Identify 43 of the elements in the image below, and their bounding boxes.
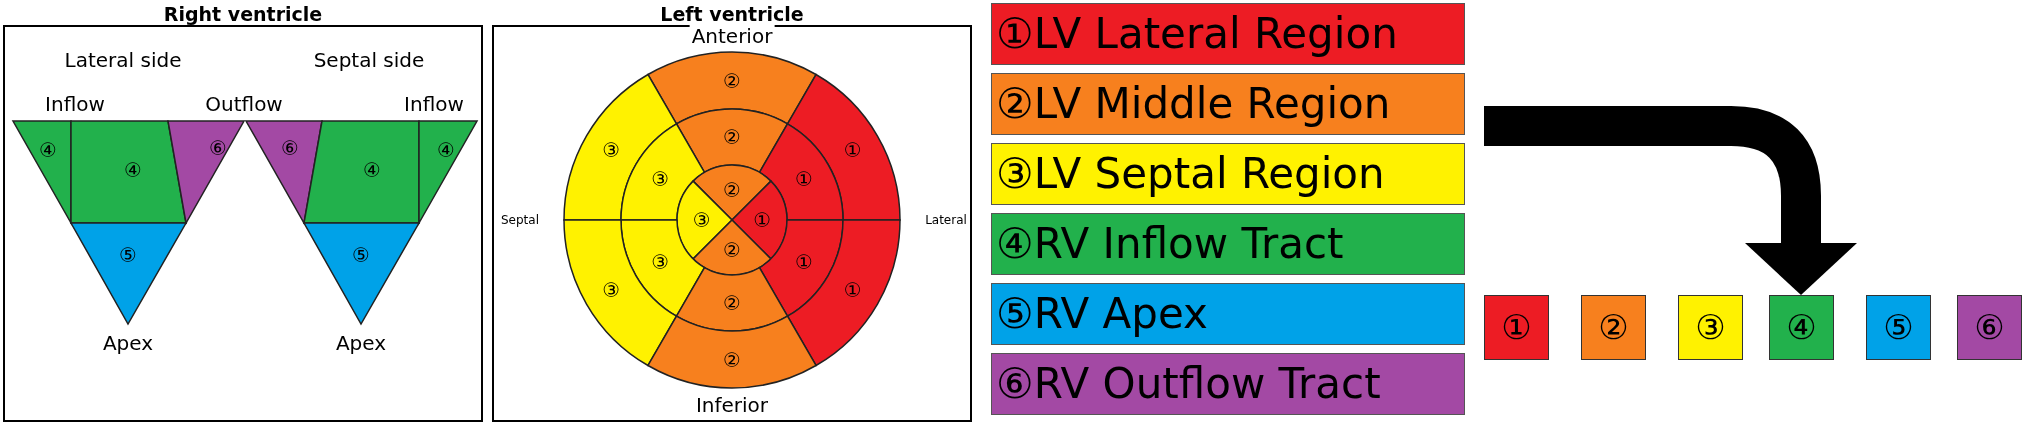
legend-bar: ⑥RV Outflow Tract: [991, 353, 1465, 415]
color-key-square: ④: [1769, 295, 1834, 360]
segment-number: ④: [124, 158, 142, 182]
segment-number: ⑥: [281, 136, 299, 160]
segment-number: ⑤: [119, 243, 137, 267]
color-key-square: ①: [1484, 295, 1549, 360]
segment-number: ③: [692, 208, 711, 232]
segment-number: ②: [723, 291, 741, 315]
segment-number: ②: [723, 238, 741, 263]
arrow: [1484, 106, 1857, 295]
segment-number: ④: [363, 158, 381, 182]
segment-number: ③: [602, 277, 621, 302]
segment-number: ③: [651, 166, 670, 191]
segment-number: ⑤: [352, 243, 370, 267]
segment-number: ①: [843, 277, 862, 302]
segment-number: ①: [843, 138, 862, 163]
legend-bar: ③LV Septal Region: [991, 143, 1465, 205]
segment-number: ①: [794, 249, 813, 274]
legend-bar: ④RV Inflow Tract: [991, 213, 1465, 275]
segment-number: ②: [723, 347, 741, 372]
region-label: Apex: [335, 331, 387, 355]
orientation-label: Lateral: [923, 213, 969, 227]
region-label: Apex: [102, 331, 154, 355]
panel-heading: Right ventricle: [162, 3, 324, 25]
color-key-square: ③: [1678, 295, 1743, 360]
panel-heading: Left ventricle: [659, 3, 805, 25]
segment-number: ③: [602, 138, 621, 163]
color-key-square: ②: [1581, 295, 1646, 360]
legend-bar: ⑤RV Apex: [991, 283, 1465, 345]
color-key-square: ⑤: [1866, 295, 1931, 360]
legend-bar: ①LV Lateral Region: [991, 3, 1465, 65]
color-key-square: ⑥: [1957, 295, 2022, 360]
segment-number: ⑥: [209, 136, 227, 160]
segment-number: ②: [723, 125, 741, 149]
orientation-label: Septal: [499, 213, 541, 227]
segment-number: ①: [753, 208, 772, 232]
segment-number: ③: [651, 249, 670, 274]
legend-bar: ②LV Middle Region: [991, 73, 1465, 135]
segment-number: ①: [794, 166, 813, 191]
segment-number: ④: [437, 138, 455, 162]
segment-number: ④: [39, 138, 57, 162]
segment-number: ②: [723, 177, 741, 202]
segment-number: ②: [723, 68, 741, 93]
